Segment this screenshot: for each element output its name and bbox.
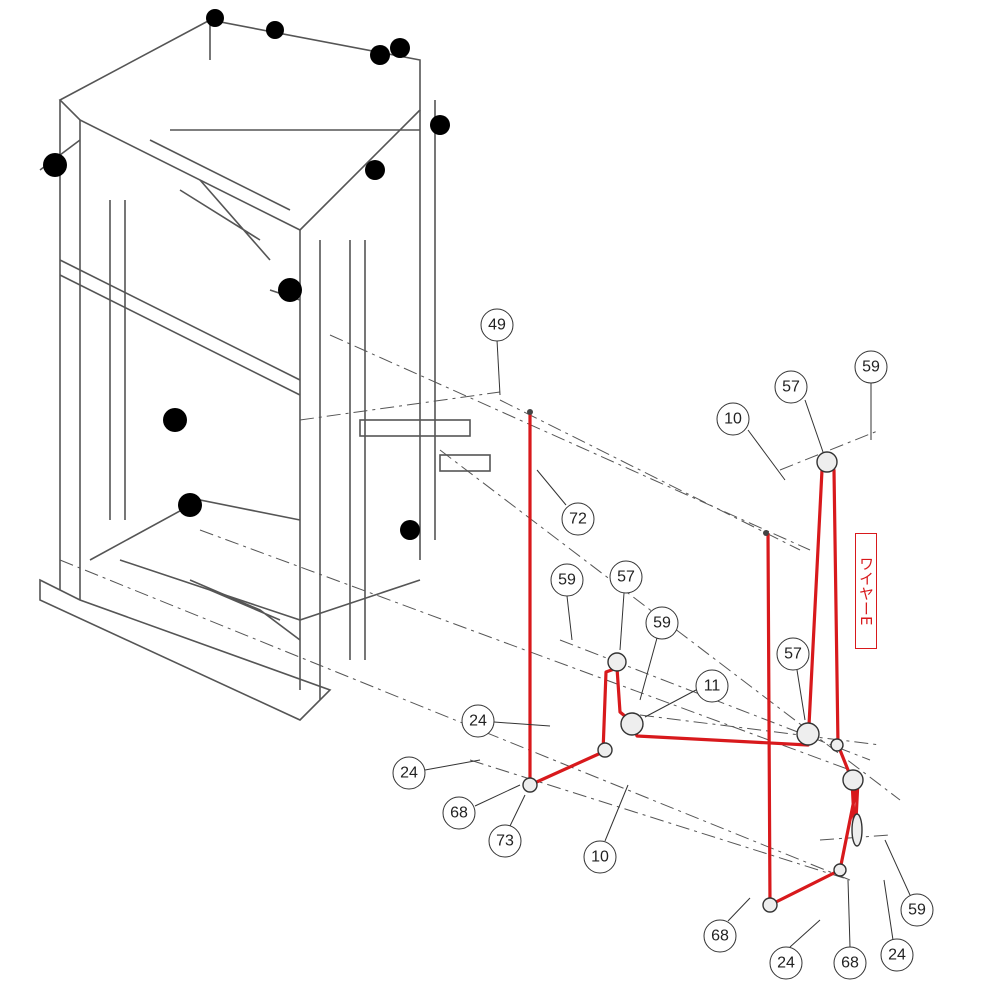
callout-24: 24 <box>769 946 803 980</box>
wire-e-label: ワイヤーE <box>855 533 877 649</box>
svg-text:10: 10 <box>591 849 609 866</box>
svg-text:59: 59 <box>908 902 926 919</box>
svg-text:59: 59 <box>653 615 671 632</box>
callout-59: 59 <box>900 893 934 927</box>
pulleys <box>522 409 864 913</box>
svg-text:24: 24 <box>400 765 418 782</box>
callout-24: 24 <box>392 756 426 790</box>
callout-57: 57 <box>776 637 810 671</box>
svg-text:73: 73 <box>496 833 514 850</box>
svg-text:24: 24 <box>469 713 487 730</box>
callout-57: 57 <box>609 560 643 594</box>
callout-11: 11 <box>695 669 729 703</box>
callout-49: 49 <box>480 308 514 342</box>
callout-68: 68 <box>442 796 476 830</box>
svg-text:24: 24 <box>888 947 906 964</box>
callout-24: 24 <box>880 938 914 972</box>
svg-text:10: 10 <box>724 411 742 428</box>
svg-text:59: 59 <box>558 572 576 589</box>
callout-73: 73 <box>488 824 522 858</box>
svg-text:57: 57 <box>617 569 635 586</box>
svg-text:68: 68 <box>450 805 468 822</box>
svg-text:11: 11 <box>704 678 721 695</box>
callout-57: 57 <box>774 370 808 404</box>
callout-68: 68 <box>703 919 737 953</box>
svg-text:49: 49 <box>488 317 506 334</box>
svg-text:59: 59 <box>862 359 880 376</box>
machine-frame <box>39 9 491 721</box>
callout-59: 59 <box>854 350 888 384</box>
callout-10: 10 <box>583 840 617 874</box>
callout-24: 24 <box>461 704 495 738</box>
svg-text:57: 57 <box>784 646 802 663</box>
svg-text:72: 72 <box>569 511 587 528</box>
callout-10: 10 <box>716 402 750 436</box>
svg-text:68: 68 <box>711 928 729 945</box>
callout-59: 59 <box>645 606 679 640</box>
svg-text:24: 24 <box>777 955 795 972</box>
callout-59: 59 <box>550 563 584 597</box>
svg-text:68: 68 <box>841 955 859 972</box>
leader-lines <box>424 339 911 948</box>
callout-72: 72 <box>561 502 595 536</box>
svg-text:57: 57 <box>782 379 800 396</box>
callout-68: 68 <box>833 946 867 980</box>
